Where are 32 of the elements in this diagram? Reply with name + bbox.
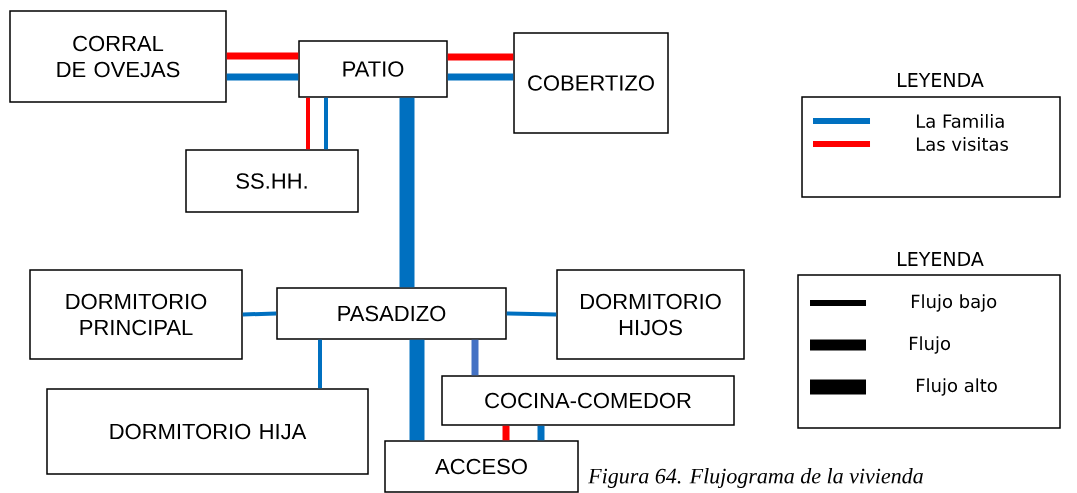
room-box: SS.HH.: [185, 149, 359, 213]
legend-title: LEYENDA: [898, 252, 984, 266]
room-box: PATIO: [298, 40, 448, 98]
flow-line: [306, 97, 310, 150]
flow-line: [409, 339, 425, 441]
room-box: DORMITORIO HIJA: [46, 388, 369, 475]
flow-line: [471, 339, 479, 376]
flow-line: [399, 97, 415, 288]
flow-line: [318, 339, 322, 389]
room-box: DORMITORIO PRINCIPAL: [29, 269, 243, 360]
flow-line: [226, 73, 299, 81]
flow-line: [447, 73, 514, 81]
legend-title: LEYENDA: [898, 73, 984, 87]
flow-line: [226, 52, 299, 60]
legend-text: Flujo: [910, 336, 950, 354]
legend-text: Flujo bajo: [912, 294, 997, 312]
flow-line: [324, 97, 328, 150]
room-box: PASADIZO: [276, 287, 507, 340]
legend-text: Las visitas: [917, 137, 1008, 151]
room-box: ACCESO: [384, 440, 579, 493]
flow-line: [537, 425, 545, 441]
room-box: COCINA-COMEDOR: [441, 375, 735, 426]
flow-line: [447, 53, 514, 61]
flow-line: [242, 311, 277, 317]
flow-line: [502, 425, 510, 441]
caption: Figura 64. Flujograma de la vivienda: [588, 468, 923, 488]
room-box: DORMITORIO HIJOS: [556, 269, 745, 360]
legend-text: La Familia: [917, 114, 1004, 128]
room-box: COBERTIZO: [513, 32, 669, 134]
flow-line: [506, 311, 557, 317]
legend-text: Flujo alto: [917, 378, 997, 396]
room-box: CORRAL DE OVEJAS: [9, 10, 227, 103]
